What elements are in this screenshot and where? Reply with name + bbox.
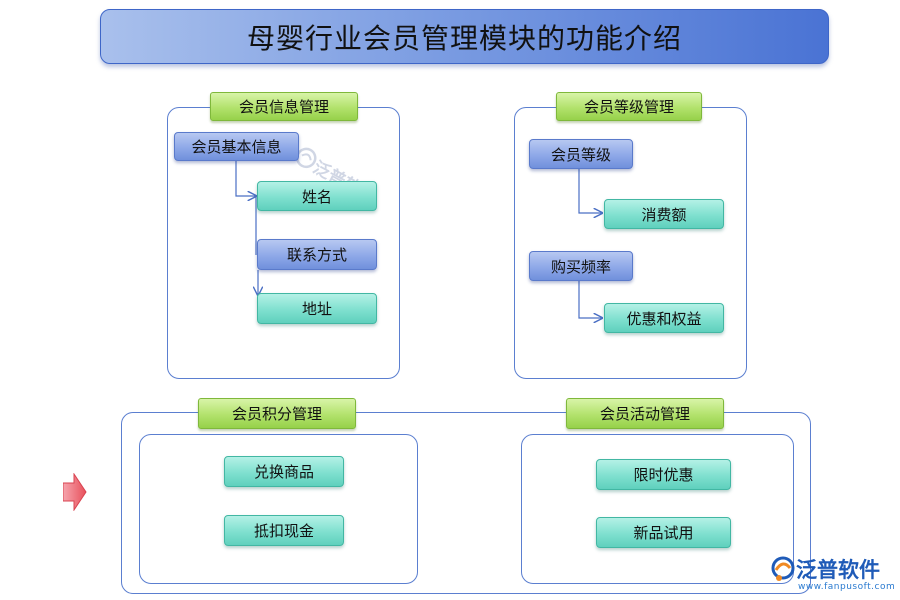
- flash-sale-node: 限时优惠: [596, 459, 731, 490]
- spend-node: 消费额: [604, 199, 724, 229]
- brand-name: 泛普软件: [796, 558, 880, 582]
- red-arrow-icon: [63, 473, 87, 511]
- name-node: 姓名: [257, 181, 377, 211]
- benefits-node: 优惠和权益: [604, 303, 724, 333]
- connector-benefits: [578, 281, 602, 318]
- basic-info-node: 会员基本信息: [174, 132, 299, 161]
- title-banner: 母婴行业会员管理模块的功能介绍: [100, 9, 829, 64]
- member-level-node: 会员等级: [529, 139, 633, 169]
- page-title: 母婴行业会员管理模块的功能介绍: [246, 21, 682, 55]
- points-header: 会员积分管理: [198, 398, 356, 429]
- connector-spend: [578, 169, 602, 213]
- activity-header: 会员活动管理: [566, 398, 724, 429]
- cash-deduction-node: 抵扣现金: [224, 515, 344, 546]
- activity-panel: [521, 434, 794, 584]
- redeem-goods-node: 兑换商品: [224, 456, 344, 487]
- connector-name: [235, 160, 256, 196]
- purchase-frequency-node: 购买频率: [529, 251, 633, 281]
- brand-logo: 泛普软件 www.fanpusoft.com: [770, 552, 896, 596]
- contact-node: 联系方式: [257, 239, 377, 270]
- level-header: 会员等级管理: [556, 92, 702, 121]
- brand-logo-icon: [771, 556, 795, 581]
- address-node: 地址: [257, 293, 377, 324]
- new-product-trial-node: 新品试用: [596, 517, 731, 548]
- brand-url: www.fanpusoft.com: [798, 582, 896, 592]
- info-header: 会员信息管理: [210, 92, 358, 121]
